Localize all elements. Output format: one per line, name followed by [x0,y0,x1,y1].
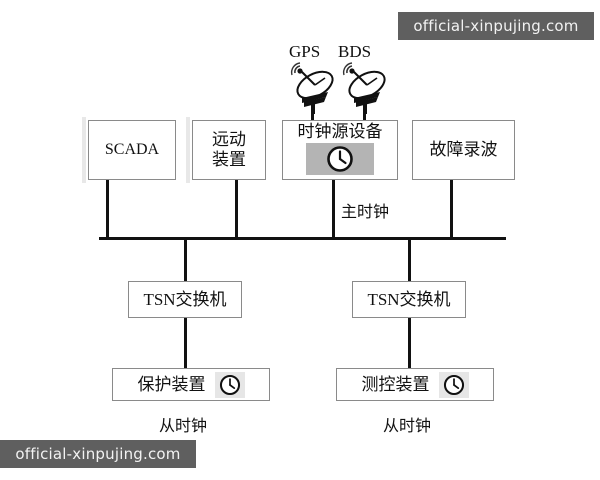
gps-feed-line [311,100,314,122]
device-box-fault-recorder-label: 故障录波 [429,140,498,160]
device-box-fault-recorder[interactable]: 故障录波 [412,120,515,180]
watermark-top-right: official-xinpujing.com [398,12,594,40]
drop-line-rtu [235,180,238,239]
protection-device[interactable]: 保护装置 [112,368,270,401]
tsn-switch-right-label: TSN交换机 [367,289,451,309]
measurement-control-device-label: 测控装置 [361,374,430,394]
device-box-rtu[interactable]: 远动 装置 [186,117,266,183]
tsn-switch-left[interactable]: TSN交换机 [128,281,242,318]
device-box-rtu-label-line2: 装置 [212,150,246,169]
device-box-clock-source[interactable]: 时钟源设备 [282,120,398,180]
drop-line-clock-source [332,180,335,239]
slave-clock-label-left: 从时钟 [159,418,208,435]
protection-device-label: 保护装置 [137,374,206,394]
clock-icon [306,142,374,175]
bds-feed-line [363,100,366,122]
watermark-bottom-left: official-xinpujing.com [0,440,196,468]
satellite-label-gps: GPS [289,42,321,61]
tsn-switch-right-to-device-line [408,318,411,369]
device-box-clock-source-label: 时钟源设备 [297,122,383,141]
drop-line-scada [106,180,109,239]
satellite-label-bds: BDS [338,42,372,61]
satellite-dish-icon [288,62,338,114]
tsn-switch-left-label: TSN交换机 [143,289,227,309]
clock-icon [214,371,245,398]
drop-line-fault-recorder [450,180,453,239]
device-box-scada-label: SCADA [104,140,160,158]
station-bus-line [99,237,506,240]
clock-icon [438,371,469,398]
bus-to-tsn-switch-right-line [408,237,411,281]
device-box-rtu-label-line1: 远动 [212,130,246,150]
tsn-switch-right[interactable]: TSN交换机 [352,281,466,318]
bus-to-tsn-switch-left-line [184,237,187,281]
measurement-control-device[interactable]: 测控装置 [336,368,494,401]
tsn-switch-left-to-device-line [184,318,187,369]
slave-clock-label-right: 从时钟 [383,418,432,435]
device-box-scada[interactable]: SCADA [82,117,176,183]
master-clock-label: 主时钟 [341,204,390,221]
